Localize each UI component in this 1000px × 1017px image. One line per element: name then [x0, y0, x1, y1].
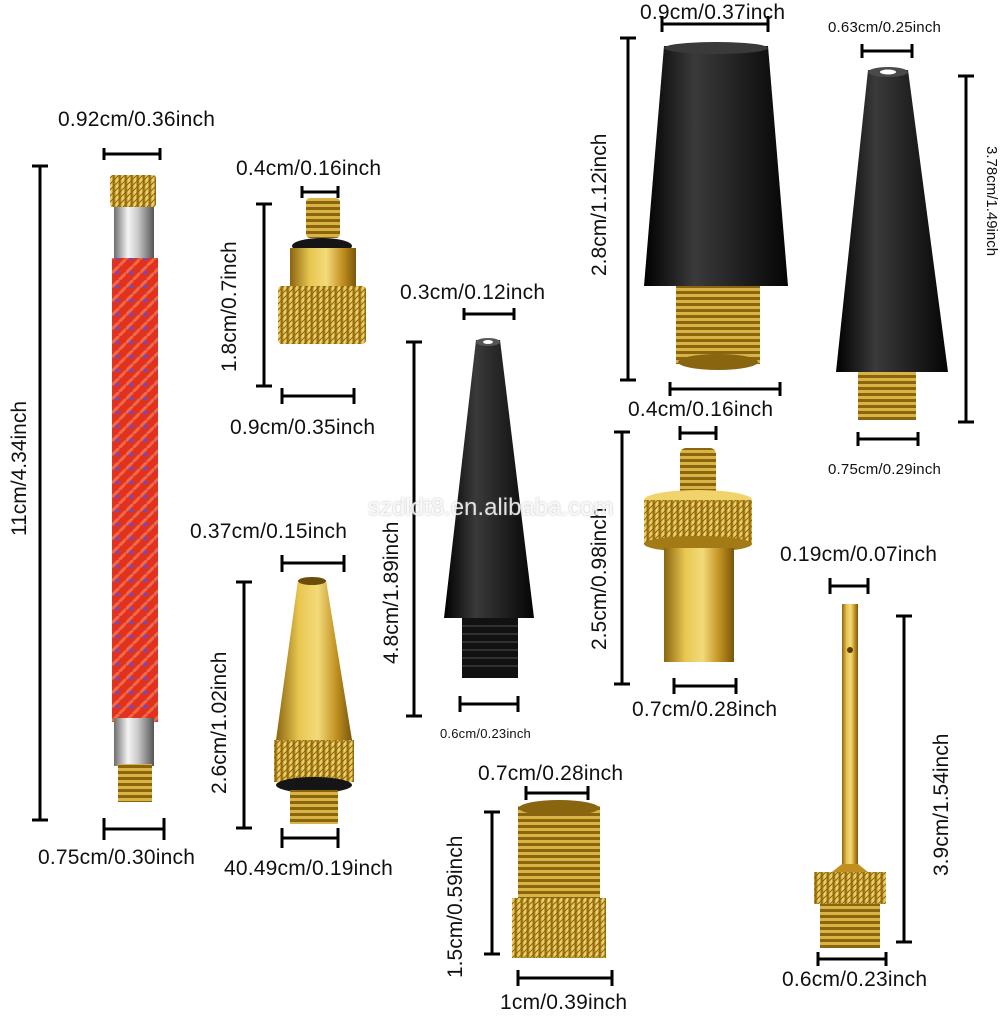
- slim-black-cone-height-label: 3.78cm/1.49inch: [983, 146, 1000, 257]
- hose-length-label: 11cm/4.34inch: [8, 400, 31, 536]
- wide-black-cone: [644, 42, 788, 370]
- hose-base-label: 0.75cm/0.30inch: [38, 846, 196, 869]
- brass-cone-top-label: 0.37cm/0.15inch: [190, 520, 348, 543]
- long-black-cone-height-label: 4.8cm/1.89inch: [380, 521, 403, 664]
- needle-top-label: 0.19cm/0.07inch: [780, 543, 938, 566]
- knurled-adapter-base-label: 0.7cm/0.28inch: [632, 698, 778, 721]
- slim-black-cone-base-label: 0.75cm/0.29inch: [828, 461, 942, 478]
- small-brass-adapter: [278, 198, 366, 344]
- small-adapter-top-label: 0.4cm/0.16inch: [236, 157, 382, 180]
- small-adapter-height-label: 1.8cm/0.7inch: [218, 241, 241, 372]
- long-black-cone-top-label: 0.3cm/0.12inch: [400, 281, 546, 304]
- long-black-cone: [444, 338, 534, 678]
- brass-cone-height-label: 2.6cm/1.02inch: [208, 651, 231, 794]
- long-black-cone-base-label: 0.6cm/0.23inch: [440, 726, 531, 741]
- threaded-adapter-base-label: 1cm/0.39inch: [500, 991, 628, 1014]
- brass-cone-base-label: 40.49cm/0.19inch: [224, 857, 393, 880]
- threaded-adapter: [512, 800, 606, 958]
- wide-black-cone-base-label: 0.4cm/0.16inch: [628, 398, 774, 421]
- wide-black-cone-top-label: 0.9cm/0.37inch: [640, 1, 786, 24]
- wide-black-cone-height-label: 2.8cm/1.12inch: [588, 133, 611, 276]
- brass-cone: [274, 577, 354, 824]
- inflation-needle: [814, 604, 886, 948]
- small-adapter-base-label: 0.9cm/0.35inch: [230, 416, 376, 439]
- knurled-adapter: [644, 448, 752, 662]
- slim-black-cone-top-label: 0.63cm/0.25inch: [828, 19, 942, 36]
- threaded-adapter-top-label: 0.7cm/0.28inch: [478, 762, 624, 785]
- knurled-adapter-height-label: 2.5cm/0.98inch: [588, 507, 611, 650]
- needle-height-label: 3.9cm/1.54inch: [930, 733, 953, 876]
- slim-black-cone: [836, 67, 948, 420]
- hose-width-label: 0.92cm/0.36inch: [58, 108, 216, 131]
- dimension-lines: [32, 16, 974, 986]
- threaded-adapter-height-label: 1.5cm/0.59inch: [444, 835, 467, 978]
- needle-base-label: 0.6cm/0.23inch: [782, 968, 928, 991]
- hose-adapter: [110, 175, 158, 802]
